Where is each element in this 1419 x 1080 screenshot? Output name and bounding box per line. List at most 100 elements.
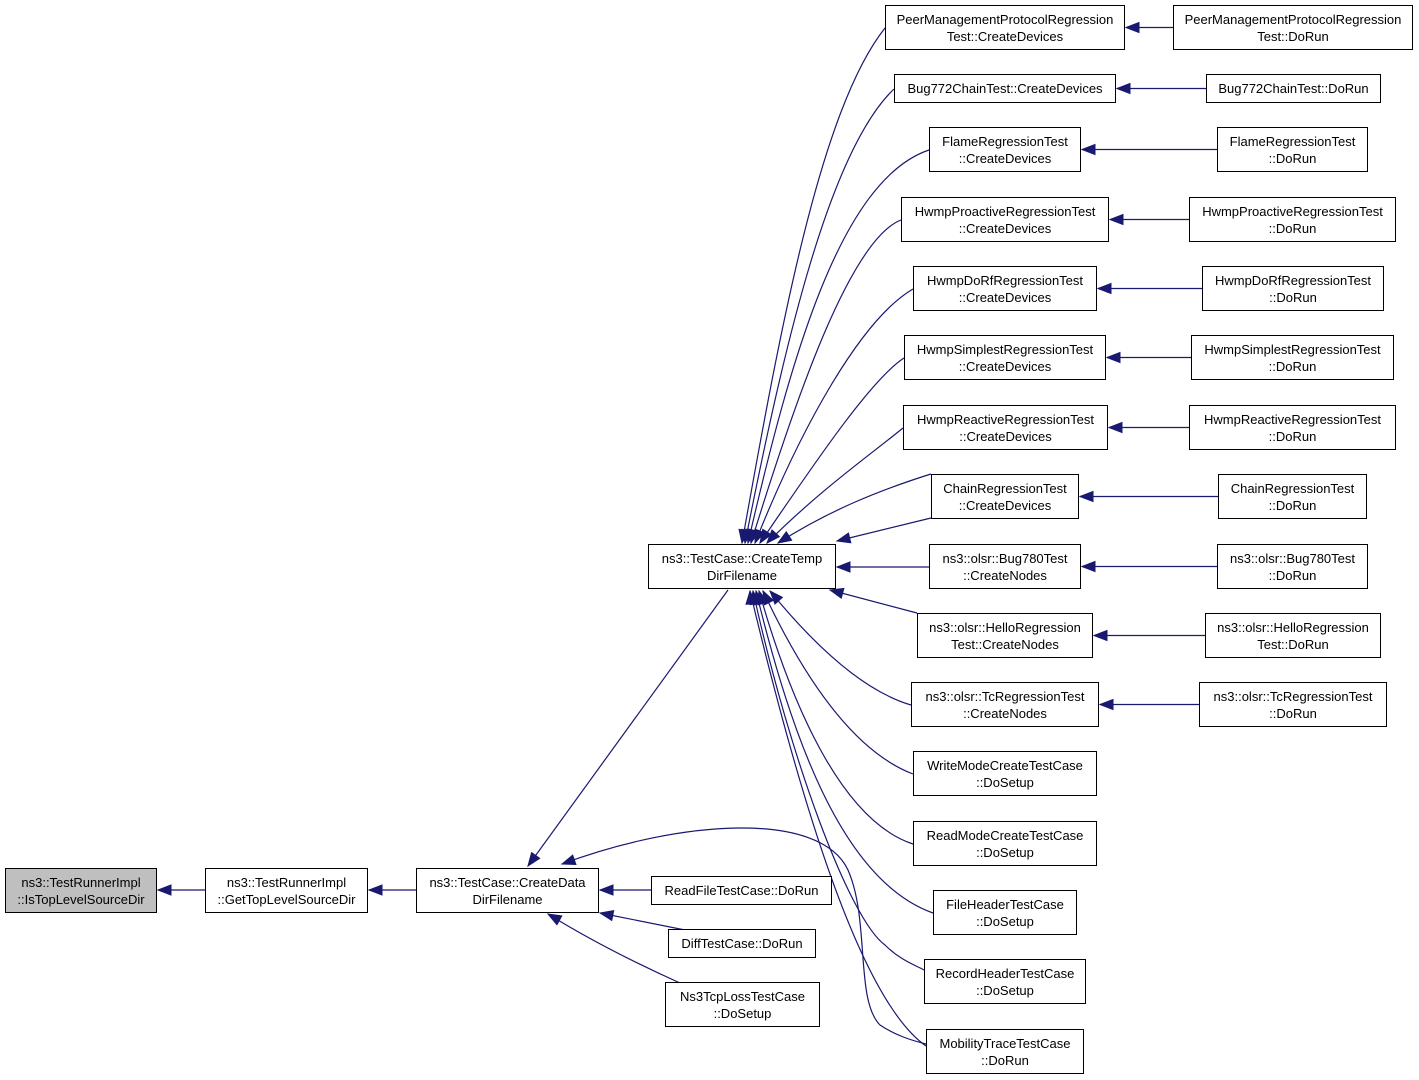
node-hwmpreact-cd[interactable]: HwmpReactiveRegressionTest::CreateDevice… — [903, 405, 1108, 450]
node-bug772-run[interactable]: Bug772ChainTest::DoRun — [1206, 74, 1381, 103]
edge-datadir-ns3tcploss — [546, 913, 681, 984]
edge-hwmpreact-run — [1107, 421, 1189, 434]
node-label-line: ::GetTopLevelSourceDir — [217, 891, 356, 907]
node-label-line: FlameRegressionTest — [942, 133, 1068, 149]
node-label-line: ::CreateDevices — [958, 220, 1052, 236]
node-mobility[interactable]: MobilityTraceTestCase::DoRun — [926, 1029, 1084, 1074]
node-label-line: ::CreateNodes — [963, 705, 1047, 721]
node-label-line: HwmpSimplestRegressionTest — [1204, 341, 1381, 357]
node-label-line: ::CreateDevices — [959, 428, 1052, 444]
node-hwmpdorf-run[interactable]: HwmpDoRfRegressionTest::DoRun — [1202, 266, 1384, 311]
node-chain-cd[interactable]: ChainRegressionTest::CreateDevices — [931, 474, 1079, 519]
node-tc-cn[interactable]: ns3::olsr::TcRegressionTest::CreateNodes — [911, 682, 1099, 727]
node-label-line: FlameRegressionTest — [1229, 133, 1356, 149]
node-label-line: ::DoRun — [1268, 567, 1317, 583]
node-label-line: HwmpDoRfRegressionTest — [1214, 272, 1372, 288]
node-label-line: ::DoRun — [1268, 220, 1317, 236]
node-label-line: ns3::TestRunnerImpl — [226, 874, 347, 890]
edge-hwmpproact-run — [1108, 213, 1189, 226]
node-writemode[interactable]: WriteModeCreateTestCase::DoSetup — [913, 751, 1097, 796]
node-label-line: HwmpReactiveRegressionTest — [1203, 411, 1381, 427]
edge-tempdir-hwmpdorf — [754, 288, 914, 545]
edge-tempdir-chain2 — [835, 517, 932, 544]
node-label-line: DiffTestCase::DoRun — [681, 936, 803, 951]
node-bug780-cn[interactable]: ns3::olsr::Bug780Test::CreateNodes — [929, 544, 1081, 589]
node-hwmpproact-run[interactable]: HwmpProactiveRegressionTest::DoRun — [1189, 197, 1396, 242]
node-label-line: DirFilename — [472, 891, 543, 907]
node-bug780-run[interactable]: ns3::olsr::Bug780Test::DoRun — [1217, 544, 1368, 589]
edge-datadir-tempdir — [527, 589, 729, 868]
node-label-line: ::DoSetup — [976, 844, 1034, 860]
node-hwmpproact-cd[interactable]: HwmpProactiveRegressionTest::CreateDevic… — [901, 197, 1109, 242]
node-label-line: ns3::olsr::HelloRegression — [929, 619, 1081, 635]
node-label-line: ns3::olsr::HelloRegression — [1217, 619, 1369, 635]
node-label-line: Test::DoRun — [1257, 636, 1329, 652]
node-label-line: Bug772ChainTest::DoRun — [1218, 81, 1369, 96]
node-label-line: ns3::TestCase::CreateData — [429, 874, 586, 890]
node-flame-run[interactable]: FlameRegressionTest::DoRun — [1217, 127, 1368, 172]
node-label-line: MobilityTraceTestCase — [939, 1035, 1071, 1051]
edge-tc-run — [1098, 698, 1199, 711]
node-label-line: ns3::TestRunnerImpl — [21, 874, 141, 890]
node-readmode[interactable]: ReadModeCreateTestCase::DoSetup — [913, 821, 1097, 866]
node-label-line: ::DoRun — [1269, 289, 1317, 305]
edge-datadir-mobility — [560, 827, 927, 1045]
node-tc-run[interactable]: ns3::olsr::TcRegressionTest::DoRun — [1199, 682, 1387, 727]
node-label-line: Bug772ChainTest::CreateDevices — [907, 81, 1103, 96]
node-flame-cd[interactable]: FlameRegressionTest::CreateDevices — [929, 127, 1081, 172]
node-label-line: ::DoRun — [981, 1052, 1029, 1068]
node-label-line: ::DoSetup — [976, 774, 1034, 790]
edge-hwmpsimplest-run — [1105, 351, 1191, 364]
edge-gettop-datadir — [367, 884, 416, 896]
node-fileheader[interactable]: FileHeaderTestCase::DoSetup — [933, 890, 1077, 935]
edge-datadir-difftc — [598, 910, 686, 931]
node-label-line: ChainRegressionTest — [1230, 480, 1355, 496]
node-label-line: FileHeaderTestCase — [946, 896, 1064, 912]
node-label-line: ::CreateDevices — [958, 358, 1052, 374]
edge-bug780-run — [1080, 560, 1217, 573]
node-label-line: ::IsTopLevelSourceDir — [17, 891, 145, 907]
edge-tempdir-fileheader — [753, 589, 934, 914]
node-label-line: ::DoRun — [1268, 358, 1317, 374]
node-label-line: ns3::olsr::TcRegressionTest — [925, 688, 1085, 704]
edge-bug772-run — [1115, 82, 1206, 95]
node-label-line: ns3::olsr::Bug780Test — [1229, 550, 1356, 566]
node-label-line: HwmpSimplestRegressionTest — [916, 341, 1094, 357]
node-label-line: ::DoRun — [1268, 150, 1317, 166]
node-recordheader[interactable]: RecordHeaderTestCase::DoSetup — [924, 959, 1086, 1004]
node-bug772-cd[interactable]: Bug772ChainTest::CreateDevices — [894, 74, 1116, 103]
node-label-line: ::CreateDevices — [958, 497, 1052, 513]
node-label-line: PeerManagementProtocolRegression — [896, 11, 1114, 27]
node-label-line: ::DoSetup — [976, 982, 1034, 998]
node-chain-run[interactable]: ChainRegressionTest::DoRun — [1218, 474, 1367, 519]
node-ns3tcploss[interactable]: Ns3TcpLossTestCase::DoSetup — [665, 982, 820, 1027]
node-label-line: Test::CreateDevices — [946, 28, 1064, 44]
node-label-line: WriteModeCreateTestCase — [927, 757, 1083, 773]
node-difftc[interactable]: DiffTestCase::DoRun — [668, 929, 816, 958]
node-label-line: Ns3TcpLossTestCase — [680, 988, 805, 1004]
node-label-line: RecordHeaderTestCase — [935, 965, 1075, 981]
node-hwmpdorf-cd[interactable]: HwmpDoRfRegressionTest::CreateDevices — [913, 266, 1097, 311]
edge-tempdir-bug772 — [741, 88, 895, 545]
node-label-line: DirFilename — [706, 567, 778, 583]
node-hwmpreact-run[interactable]: HwmpReactiveRegressionTest::DoRun — [1189, 405, 1396, 450]
node-readfile[interactable]: ReadFileTestCase::DoRun — [651, 876, 832, 905]
node-label-line: Test::DoRun — [1257, 28, 1329, 44]
node-hwmpsimplest-run[interactable]: HwmpSimplestRegressionTest::DoRun — [1191, 335, 1394, 380]
node-label-line: ReadFileTestCase::DoRun — [664, 883, 819, 898]
node-label-line: HwmpProactiveRegressionTest — [1202, 203, 1383, 219]
node-hwmpsimplest-cd[interactable]: HwmpSimplestRegressionTest::CreateDevice… — [904, 335, 1106, 380]
node-gettop[interactable]: ns3::TestRunnerImpl::GetTopLevelSourceDi… — [205, 868, 368, 913]
edge-tempdir-mobility — [745, 589, 927, 1047]
node-label-line: ::CreateDevices — [958, 289, 1052, 305]
edge-tempdir-hello — [828, 587, 918, 614]
node-label-line: ::DoRun — [1269, 705, 1317, 721]
